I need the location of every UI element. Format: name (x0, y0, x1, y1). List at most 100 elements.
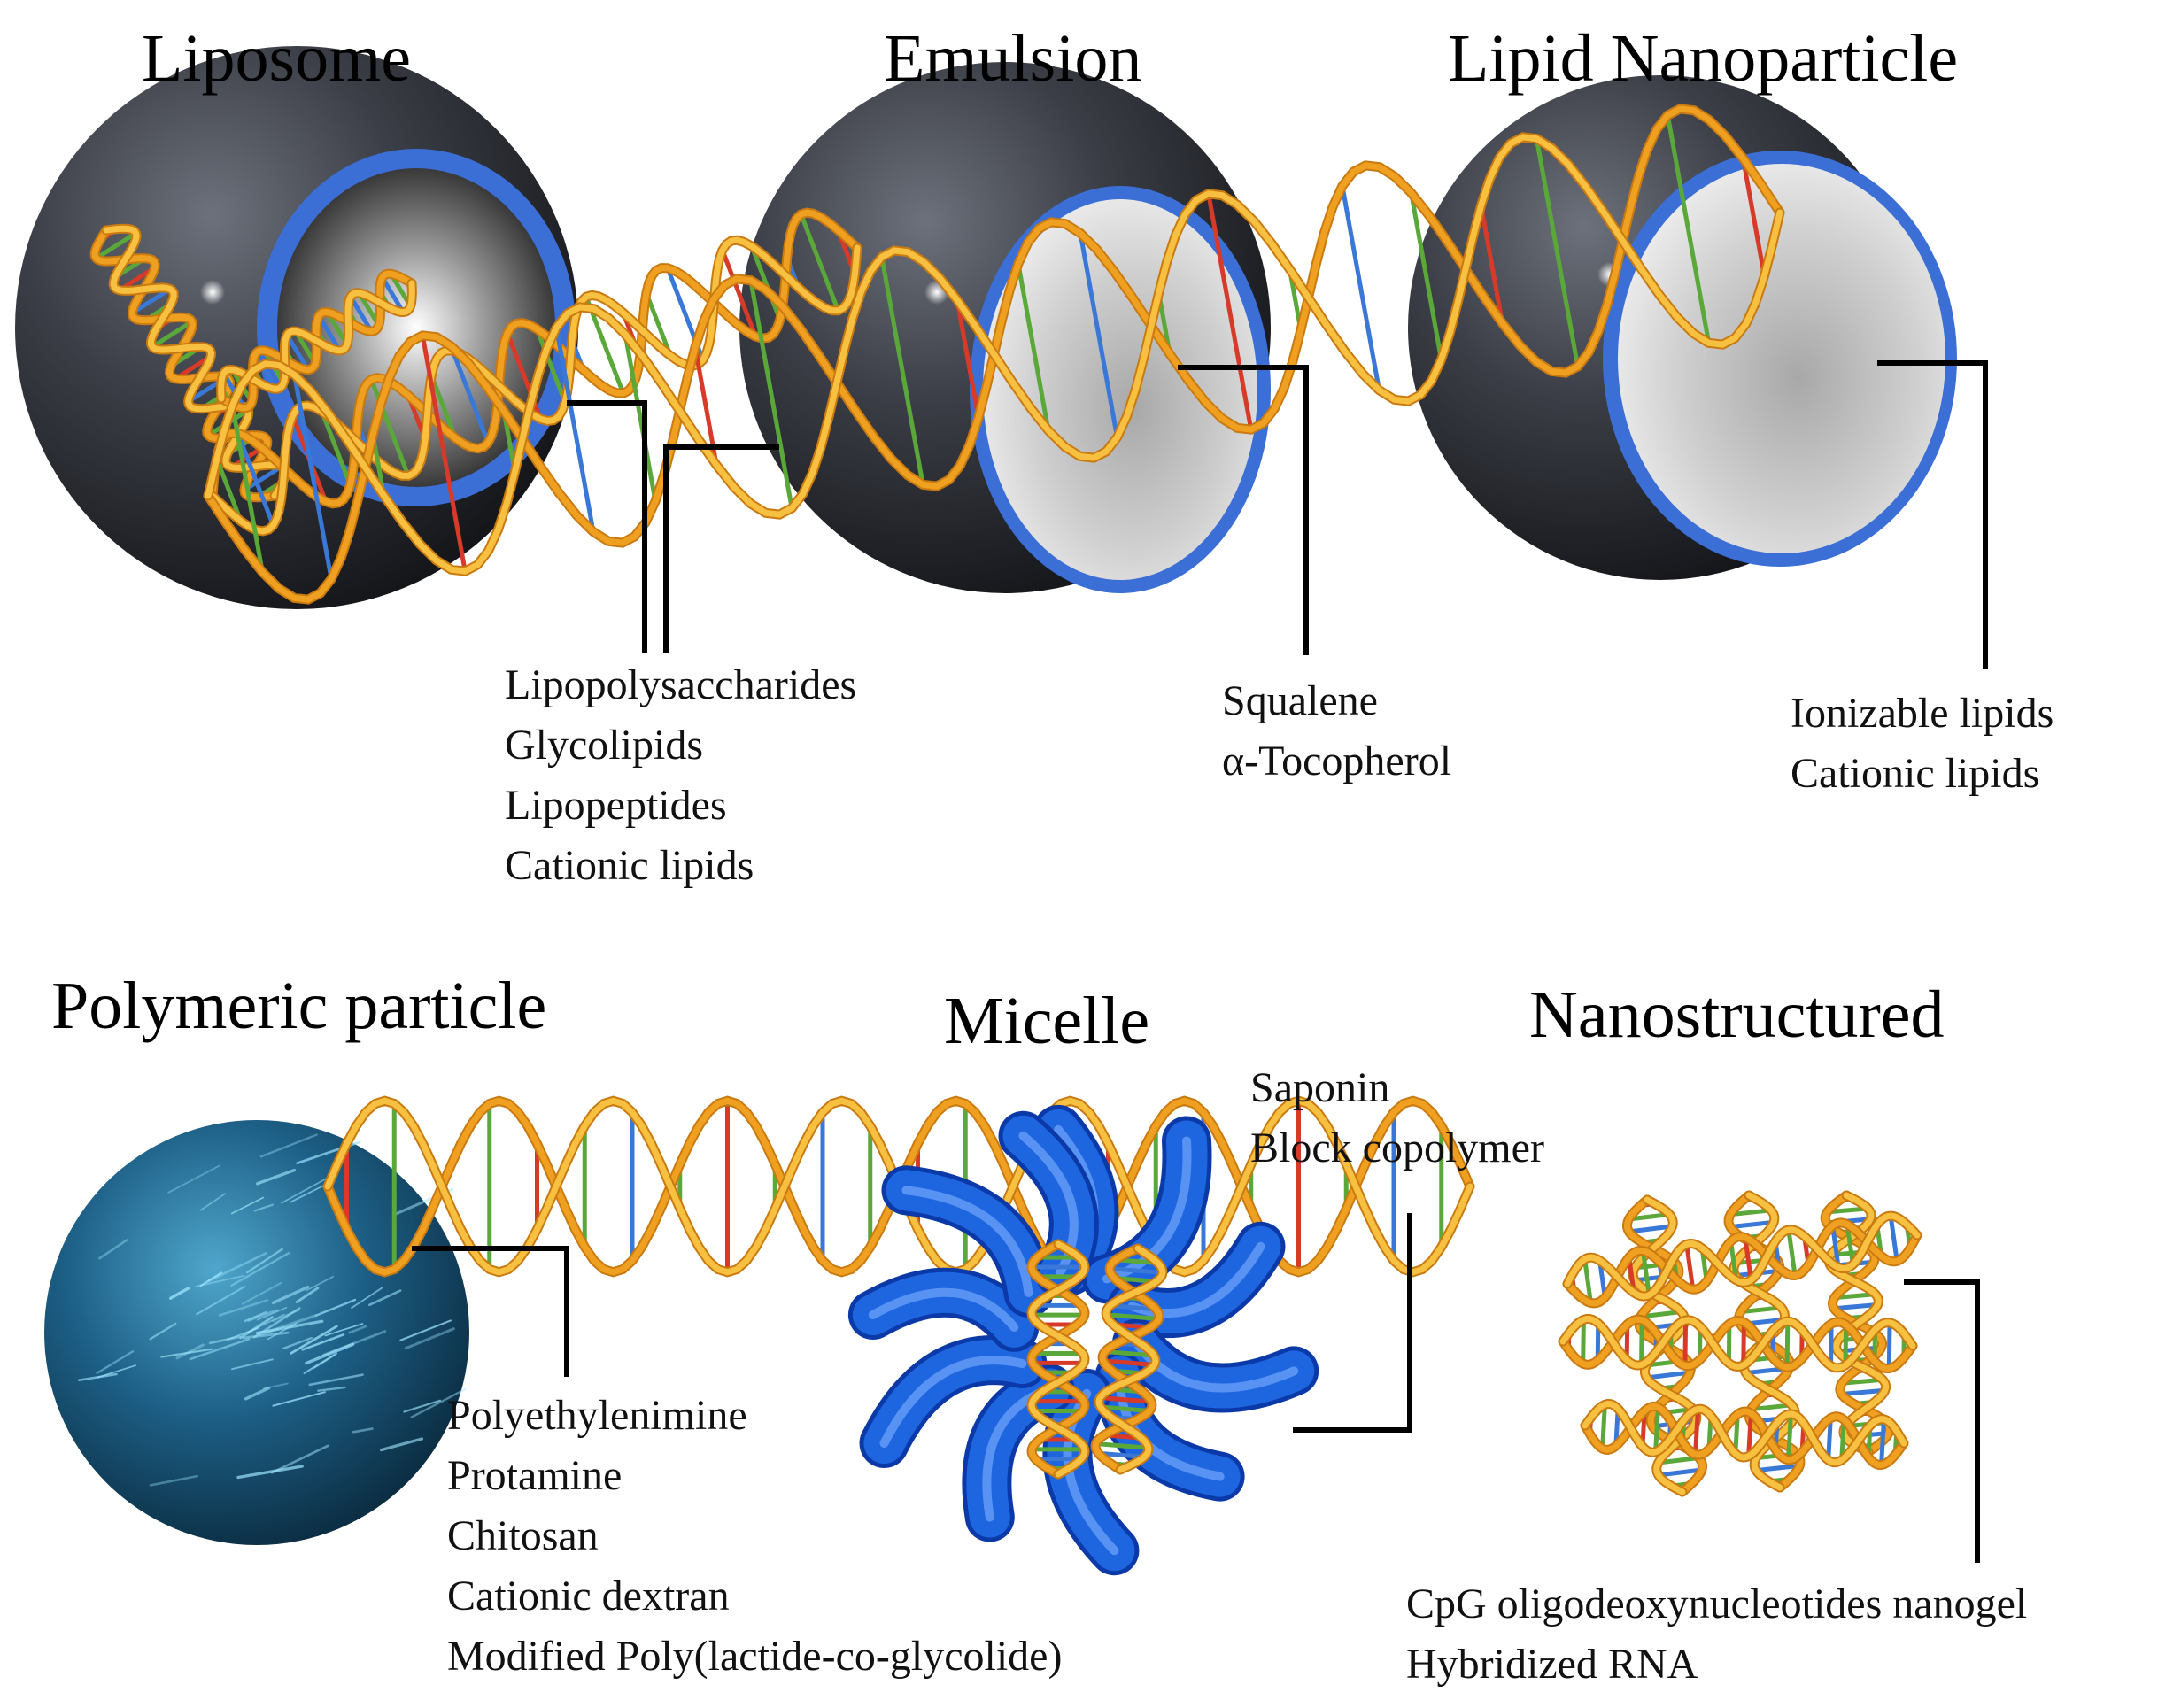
texture-streak (303, 1352, 338, 1374)
texture-streak (255, 1319, 324, 1335)
emulsion-shell-connector (663, 444, 779, 653)
polymeric-components: Polyethylenimine Protamine Chitosan Cati… (447, 1386, 1062, 1687)
texture-streak (239, 1316, 274, 1340)
component-label: Hybridized RNA (1406, 1641, 1698, 1688)
texture-streak (208, 1335, 241, 1345)
micelle-tube (879, 1356, 1027, 1448)
texture-streak (314, 1298, 357, 1317)
component-label: Modified Poly(lactide-co-glycolide) (447, 1633, 1063, 1680)
texture-streak (96, 1350, 135, 1374)
component-label: Ionizable lipids (1791, 690, 2054, 737)
micelle-illustration (847, 1104, 1319, 1576)
texture-streak (231, 1358, 274, 1371)
lnp-components: Ionizable lipids Cationic lipids (1791, 684, 2054, 804)
connector-lines (412, 360, 1988, 1563)
micelle-tube (1127, 1241, 1265, 1318)
polymeric-texture (77, 1133, 467, 1487)
texture-streak (244, 1386, 271, 1401)
component-label: Squalene (1222, 677, 1378, 724)
component-label: Protamine (447, 1452, 623, 1499)
texture-streak (230, 1196, 265, 1215)
liposome-core (277, 168, 555, 487)
component-label: Lipopolysaccharides (505, 661, 857, 708)
texture-streak (241, 1281, 282, 1305)
nanostructured-illustration (1558, 1190, 1922, 1497)
texture-streak (195, 1285, 246, 1316)
texture-streak (282, 1336, 313, 1350)
dna-helix-icon (1026, 1239, 1090, 1480)
liposome-connector (567, 400, 647, 653)
texture-streak (367, 1289, 402, 1307)
emulsion-core-connector (1178, 365, 1309, 655)
liposome-components: Lipopolysaccharides Glycolipids Lipopept… (505, 655, 856, 896)
component-label: Chitosan (447, 1512, 599, 1559)
texture-streak (306, 1276, 335, 1291)
texture-streak (281, 1177, 329, 1204)
texture-streak (199, 1271, 223, 1287)
dna-helix-icon (1562, 1210, 1922, 1309)
panel-title-lipid-nanoparticle: Lipid Nanoparticle (1448, 21, 1959, 96)
liposome-highlight (200, 280, 225, 305)
texture-streak (351, 1287, 383, 1310)
texture-streak (295, 1287, 320, 1303)
texture-streak (189, 1338, 251, 1361)
texture-streak (410, 1387, 467, 1418)
texture-streak (352, 1427, 374, 1434)
dna-helix-icon (203, 104, 1785, 605)
texture-streak (403, 1399, 442, 1413)
component-label: Cationic lipids (1791, 750, 2040, 797)
texture-streak (324, 1323, 364, 1337)
dna-helix-icon (1580, 1398, 1909, 1471)
liposome-illustration (15, 46, 578, 609)
texture-streak (270, 1444, 329, 1474)
texture-streak (380, 1437, 424, 1452)
texture-streak (169, 1287, 190, 1300)
texture-streak (199, 1193, 227, 1211)
texture-streak (348, 1325, 367, 1334)
texture-streak (167, 1164, 221, 1194)
texture-streak (242, 1331, 290, 1340)
lnp-connector (1877, 360, 1988, 669)
texture-streak (399, 1319, 452, 1341)
texture-streak (149, 1322, 177, 1341)
texture-streak (160, 1348, 213, 1358)
texture-streak (253, 1203, 275, 1212)
texture-streak (301, 1333, 345, 1351)
nanostructured-connector (1904, 1279, 1980, 1563)
texture-streak (175, 1343, 205, 1360)
component-label: Cationic lipids (505, 842, 754, 889)
polymeric-connector (412, 1246, 569, 1377)
emulsion-core (983, 199, 1257, 580)
component-label: Block copolymer (1250, 1124, 1544, 1171)
nanostructured-components: CpG oligodeoxynucleotides nanogel Hybrid… (1406, 1574, 2027, 1695)
texture-streak (272, 1391, 326, 1407)
dna-helix-icon (1558, 1314, 1918, 1373)
texture-streak (256, 1307, 288, 1321)
dna-helix-icon (1090, 1243, 1168, 1475)
panel-title-polymeric-particle: Polymeric particle (51, 969, 547, 1043)
texture-streak (404, 1327, 455, 1350)
emulsion-components: Squalene α-Tocopherol (1222, 671, 1451, 792)
texture-streak (244, 1310, 267, 1323)
texture-streak (271, 1285, 310, 1305)
texture-streak (149, 1474, 198, 1487)
dna-helix-icon (216, 268, 417, 413)
component-label: α-Tocopherol (1222, 738, 1452, 784)
lipid-nanoparticle-illustration (203, 75, 1957, 605)
component-label: CpG oligodeoxynucleotides nanogel (1406, 1580, 2028, 1627)
component-label: Glycolipids (505, 722, 703, 769)
micelle-components: Saponin Block copolymer (1250, 1058, 1544, 1179)
texture-streak (218, 1299, 268, 1317)
component-label: Saponin (1250, 1064, 1390, 1111)
texture-streak (230, 1252, 290, 1287)
texture-streak (272, 1309, 301, 1322)
panel-title-liposome: Liposome (142, 21, 411, 96)
texture-streak (308, 1373, 364, 1387)
texture-streak (207, 1251, 267, 1283)
texture-streak (305, 1342, 355, 1365)
panel-title-nanostructured: Nanostructured (1529, 978, 1945, 1052)
panel-title-micelle: Micelle (944, 984, 1150, 1058)
texture-streak (290, 1325, 338, 1355)
